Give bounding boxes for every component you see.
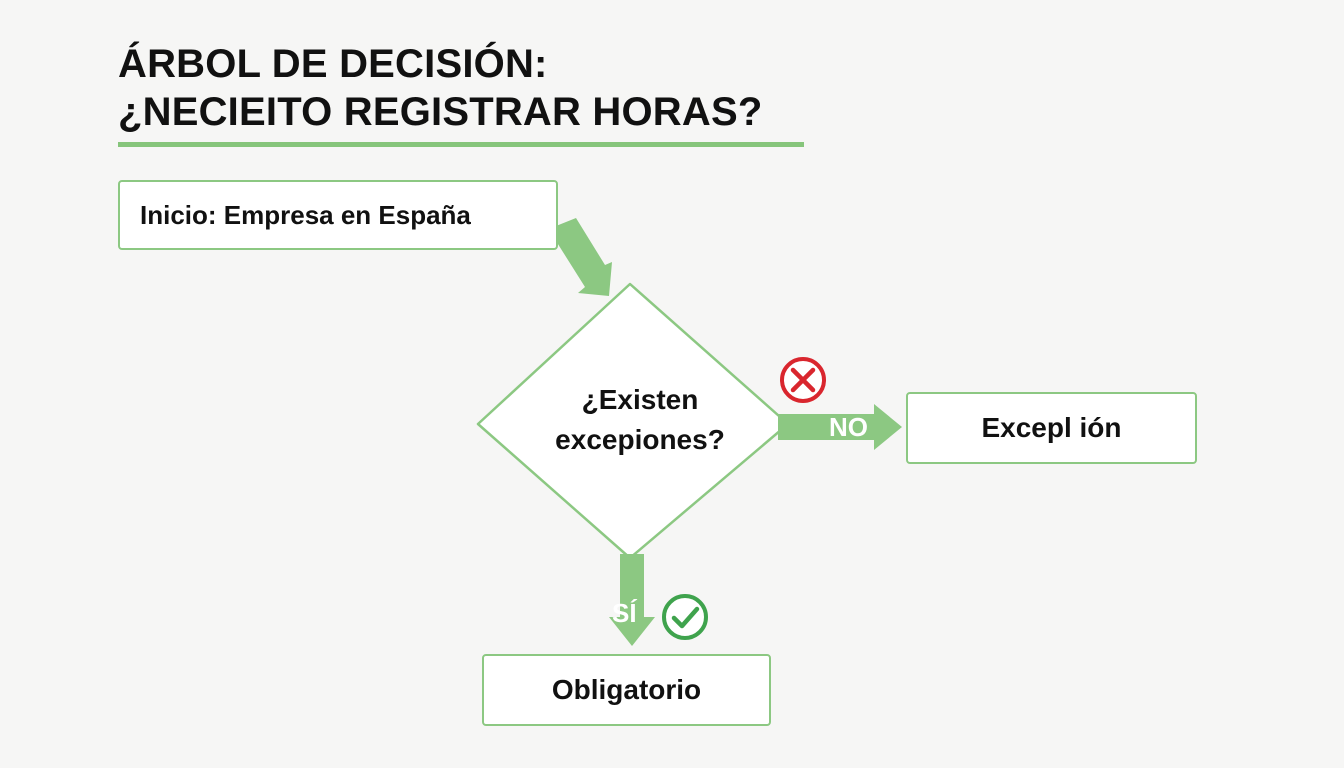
edge-label-no: NO	[829, 412, 868, 442]
title-line-1: ÁRBOL DE DECISIÓN:	[118, 42, 548, 86]
decision-line-1: ¿Existen	[581, 384, 699, 415]
title-underline	[118, 142, 804, 147]
mandatory-node: Obligatorio	[482, 654, 771, 726]
title-line-2: ¿NECIEITO REGISTRAR HORAS?	[118, 90, 763, 134]
decision-line-2: excepiones?	[555, 424, 725, 455]
start-node-label: Inicio: Empresa en España	[140, 199, 471, 230]
x-circle-icon	[780, 357, 826, 403]
arrow-no	[778, 404, 902, 450]
arrow-start-to-decision	[556, 218, 612, 296]
mandatory-node-label: Obligatorio	[551, 674, 702, 705]
exception-node: Excepl ión	[906, 392, 1197, 464]
start-node: Inicio: Empresa en España	[118, 180, 558, 250]
arrow-si	[609, 554, 655, 646]
exception-node-label: Excepl ión	[981, 412, 1122, 443]
edge-label-si: SÍ	[612, 598, 637, 628]
decision-question: ¿Existen excepiones?	[520, 380, 760, 460]
check-circle-icon	[662, 594, 708, 640]
page-title: ÁRBOL DE DECISIÓN: ¿NECIEITO REGISTRAR H…	[118, 40, 763, 136]
